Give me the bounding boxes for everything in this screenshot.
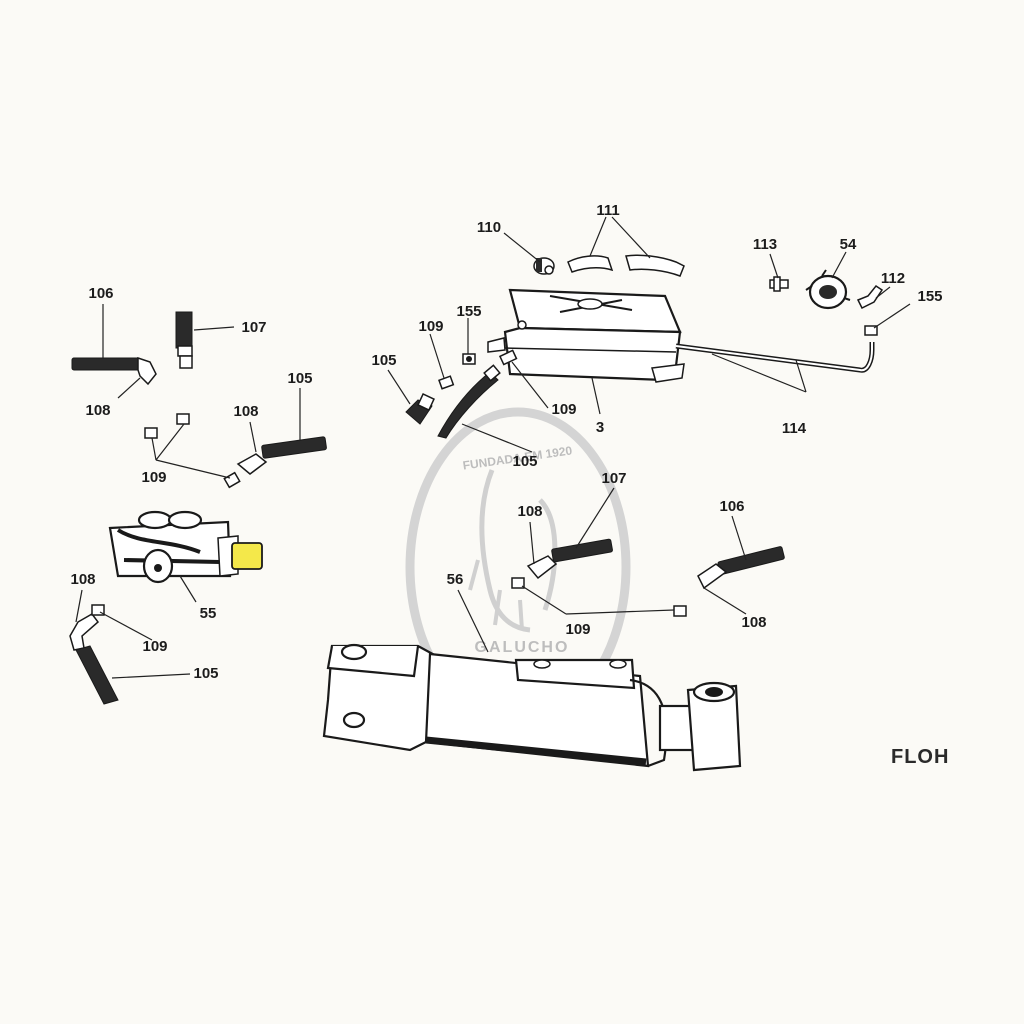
part-label-114: 114 [782,420,807,437]
hose-107-center-drawing [511,538,687,617]
part-label-109-center: 109 [565,621,590,638]
hose-105-midleft-drawing [236,436,327,475]
hose-105-short-drawing [405,393,435,425]
part-label-109-tank: 109 [551,401,576,418]
cylinder-56-drawing [322,643,742,772]
nut-155-right-drawing [864,325,878,336]
diagram-code: FLOH [891,746,950,768]
part-labels: 110 111 113 54 112 155 106 107 155 109 1… [70,202,942,682]
part-label-108-center: 108 [517,503,542,520]
fittings-109-tank-drawing [438,349,518,390]
leader-lines [75,216,911,679]
part-label-3: 3 [596,419,604,436]
part-label-155-right: 155 [917,288,942,305]
nuts-109-left-drawing [144,413,241,489]
part-label-110: 110 [477,219,501,236]
part-label-55: 55 [200,605,217,622]
part-label-111: 111 [596,202,619,219]
part-label-105-long: 105 [512,453,537,470]
part-label-108-left: 108 [85,402,110,419]
fitting-113-drawing [769,276,789,292]
fitting-107-left-drawing [175,311,193,369]
hoses-111-drawing [567,254,685,277]
hose-106-left-drawing [71,356,157,386]
valve-yellow-lever [231,542,263,570]
valve-55-drawing [108,510,263,584]
part-label-109-tank-left: 109 [418,318,443,335]
hose-106-right-drawing [697,546,785,590]
part-label-113: 113 [753,236,777,253]
part-label-107-center: 107 [601,470,626,487]
part-label-108-midleft: 108 [233,403,258,420]
part-label-112: 112 [881,270,905,287]
part-label-107-left: 107 [241,319,266,336]
part-label-155-left: 155 [456,303,481,320]
clamp-110-drawing [533,257,555,275]
hose-105-long-drawing [437,364,501,439]
part-label-109-lowerleft: 109 [142,638,167,655]
tube-114-drawing [675,342,875,373]
nut-155-left-drawing [462,353,476,365]
watermark-rooster-icon [479,469,531,633]
part-label-109-left: 109 [141,469,166,486]
watermark-brand: GALUCHO [475,639,570,656]
part-label-54: 54 [840,236,857,253]
cap-54-drawing [805,269,851,310]
part-label-56: 56 [447,571,464,588]
part-label-108-lowerleft: 108 [70,571,95,588]
part-label-106-right: 106 [719,498,744,515]
hose-105-lowerleft-drawing [69,604,119,705]
part-label-105-short: 105 [371,352,396,369]
part-label-108-right: 108 [741,614,766,631]
part-label-105-lowerleft: 105 [193,665,218,682]
part-label-105-midleft: 105 [287,370,312,387]
part-label-106-left: 106 [88,285,113,302]
tank-3-drawing [487,288,685,383]
elbow-112-drawing [856,284,884,310]
